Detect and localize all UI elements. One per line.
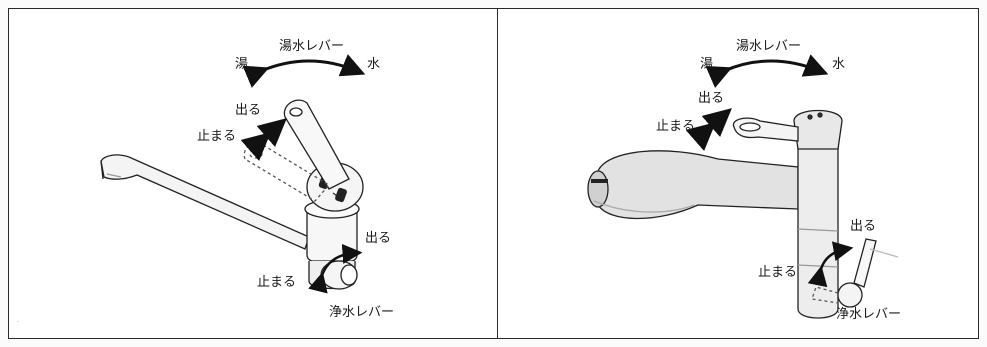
hot-cold-arrow xyxy=(705,54,829,88)
label-filter-off: 止まる xyxy=(758,265,798,280)
panel-single-lever-faucet: · 湯水レバー 湯 水 出る 止まる 出る 止まる 浄水レバー xyxy=(8,8,498,339)
label-cold: 水 xyxy=(832,57,846,72)
label-hot-cold-lever: 湯水レバー xyxy=(736,39,802,54)
lever-cap xyxy=(793,109,843,150)
panel-pullout-shower-faucet: 湯水レバー 湯 水 出る 止まる 出る 止まる 浄水レバー xyxy=(497,8,979,339)
label-hot: 湯 xyxy=(235,57,249,72)
label-on: 出る xyxy=(235,103,262,118)
hot-cold-arrow xyxy=(242,54,366,88)
lever-arm xyxy=(732,117,799,142)
label-filter-off: 止まる xyxy=(257,275,297,290)
label-hot-cold-lever: 湯水レバー xyxy=(279,39,345,54)
label-cold: 水 xyxy=(367,57,381,72)
stray-dot: · xyxy=(17,319,19,326)
lever-open xyxy=(283,99,350,190)
faucet-illustration-left: · xyxy=(17,54,366,326)
label-off: 止まる xyxy=(656,119,696,134)
label-filter-on: 出る xyxy=(365,231,392,246)
shower-head-spout xyxy=(587,150,799,220)
label-off: 止まる xyxy=(197,129,237,144)
faucet-illustration-right xyxy=(587,54,899,319)
label-filter-on: 出る xyxy=(850,219,877,234)
label-hot: 湯 xyxy=(700,57,714,72)
on-off-arrow xyxy=(685,108,732,152)
filter-rotate-arrow xyxy=(807,241,854,288)
on-off-arrow xyxy=(240,118,287,162)
label-on: 出る xyxy=(698,91,725,106)
filter-rotate-arrow xyxy=(308,243,363,294)
label-filter-lever: 浄水レバー xyxy=(329,305,395,320)
filter-lever xyxy=(811,238,899,308)
spout xyxy=(100,154,310,250)
label-filter-lever: 浄水レバー xyxy=(836,307,902,322)
